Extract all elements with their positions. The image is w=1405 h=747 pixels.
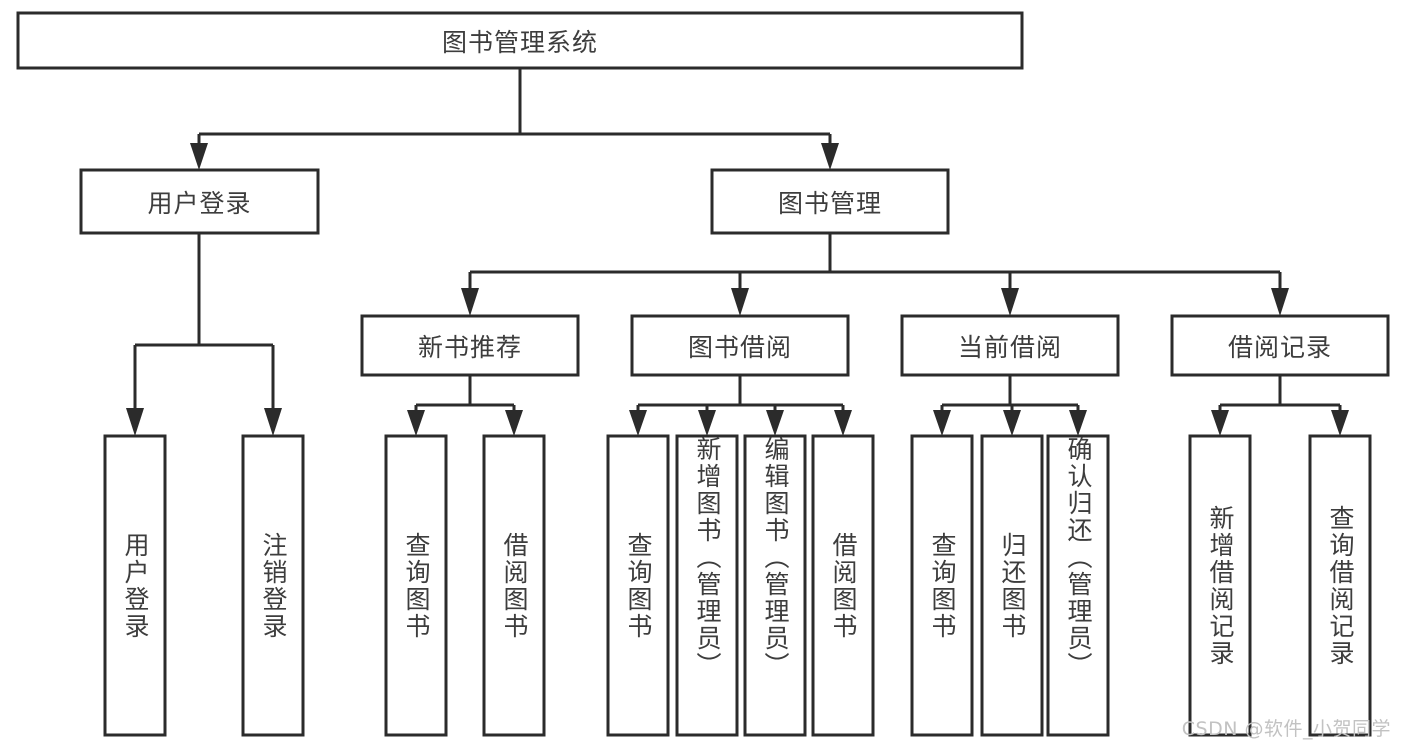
arrowhead-leaf-current-2 <box>1069 410 1087 436</box>
leaf-new-book-0[interactable] <box>384 434 448 737</box>
leaf-current-0[interactable] <box>910 434 974 737</box>
arrowhead-to-new-book-recommend <box>461 288 479 316</box>
node-book-management[interactable] <box>710 168 950 235</box>
leaf-borrow-3[interactable] <box>811 434 875 737</box>
leaf-records-1[interactable] <box>1308 434 1372 737</box>
leaf-user-login-0[interactable] <box>103 434 167 737</box>
leaf-borrow-1[interactable] <box>675 434 739 737</box>
arrowhead-to-user-login <box>190 143 208 170</box>
leaf-current-1[interactable] <box>980 434 1044 737</box>
leaf-borrow-0[interactable] <box>606 434 670 737</box>
arrowhead-leaf-borrow-0 <box>629 410 647 436</box>
leaf-new-book-1[interactable] <box>482 434 546 737</box>
arrowhead-leaf-new-book-1 <box>505 410 523 436</box>
arrowhead-leaf-records-0 <box>1211 410 1229 436</box>
node-borrow-records[interactable] <box>1170 314 1390 377</box>
node-current-borrow[interactable] <box>900 314 1120 377</box>
arrowhead-leaf-current-0 <box>933 410 951 436</box>
arrowhead-to-borrow-records <box>1271 288 1289 316</box>
arrowhead-leaf-borrow-1 <box>698 410 716 436</box>
leaf-current-2[interactable] <box>1046 434 1110 737</box>
arrowhead-leaf-user-login-0 <box>126 408 144 436</box>
node-user-login[interactable] <box>79 168 320 235</box>
arrowhead-to-book-management <box>821 143 839 170</box>
arrowhead-to-current-borrow <box>1001 288 1019 316</box>
arrowhead-leaf-user-login-1 <box>264 408 282 436</box>
node-new-book-recommend[interactable] <box>360 314 580 377</box>
arrowhead-to-book-borrow <box>731 288 749 316</box>
leaf-borrow-2[interactable] <box>743 434 807 737</box>
arrowhead-leaf-current-1 <box>1003 410 1021 436</box>
arrowhead-leaf-records-1 <box>1331 410 1349 436</box>
arrowhead-leaf-new-book-0 <box>407 410 425 436</box>
arrowhead-leaf-borrow-2 <box>766 410 784 436</box>
node-root[interactable] <box>16 11 1024 70</box>
leaf-records-0[interactable] <box>1188 434 1252 737</box>
arrowhead-leaf-borrow-3 <box>834 410 852 436</box>
node-book-borrow[interactable] <box>630 314 850 377</box>
leaf-user-login-1[interactable] <box>241 434 305 737</box>
